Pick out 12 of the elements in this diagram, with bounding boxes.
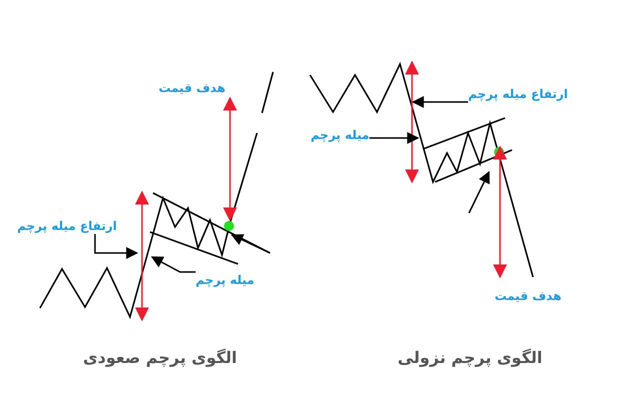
arrow — [94, 234, 138, 259]
arrow — [150, 256, 196, 273]
arrow — [412, 96, 468, 108]
arrow — [369, 132, 420, 144]
callout-label: میله پرچم — [310, 127, 370, 143]
callout-label: هدف قیمت — [158, 80, 226, 96]
callout-label: ارتفاع میله پرچم — [17, 218, 117, 234]
callout-label: میله پرچم — [196, 272, 254, 288]
caption: الگوی پرچم نزولی — [398, 348, 542, 366]
callout-label: ارتفاع میله پرچم — [468, 86, 568, 102]
callout-label: هدف قیمت — [494, 288, 562, 304]
caption: الگوی پرچم صعودی — [82, 348, 238, 366]
